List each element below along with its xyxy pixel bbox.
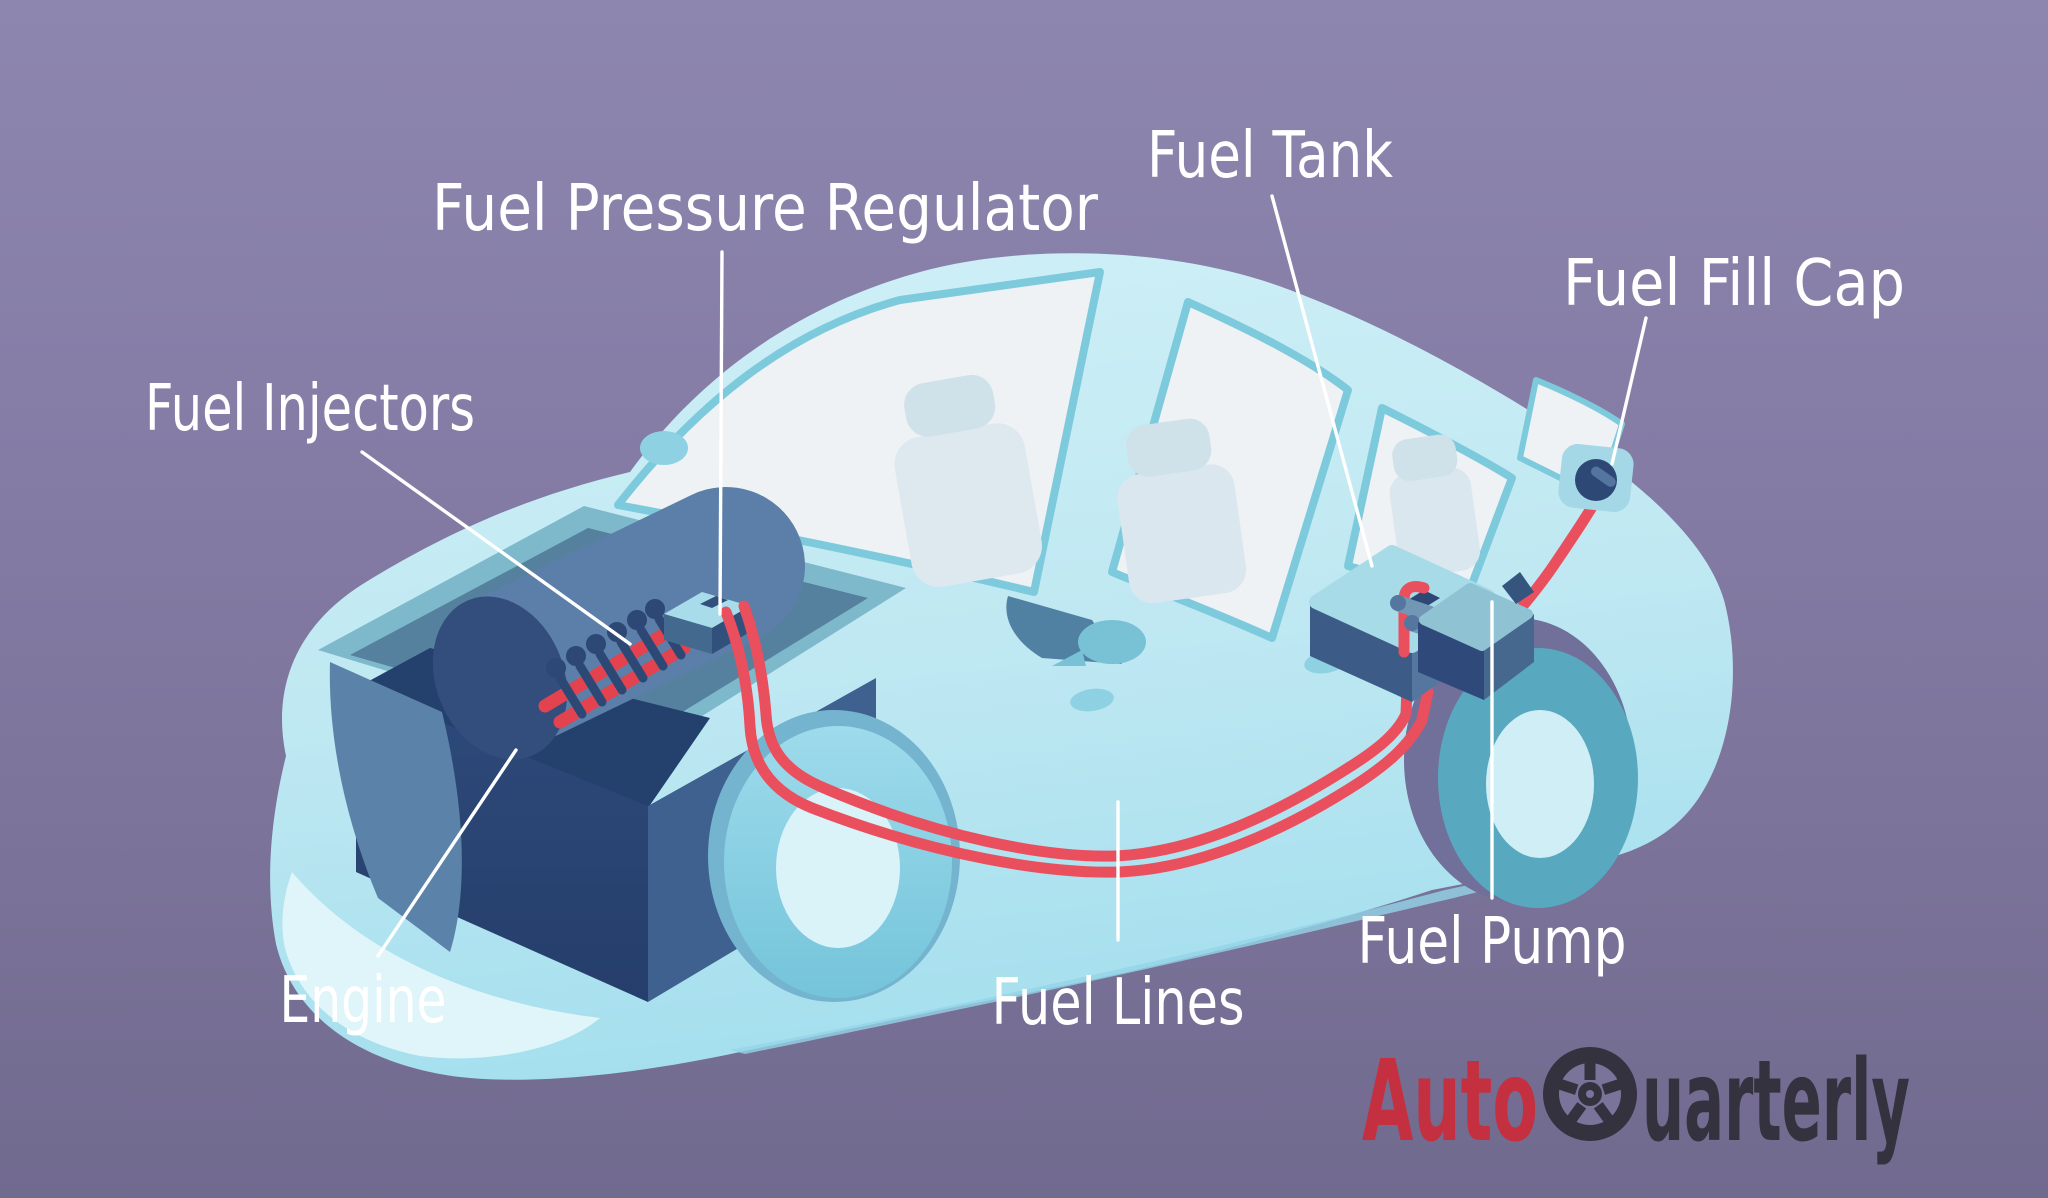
injector-tip [566, 646, 586, 666]
brand-logo: Auto uarterly [1362, 1037, 1910, 1167]
injector-pins [546, 599, 686, 719]
label-fuel-pressure-regulator: Fuel Pressure Regulator [432, 172, 1099, 246]
seat-headrest [1126, 418, 1212, 477]
leader-lines [360, 194, 1648, 958]
fuel-pump-box [1390, 494, 1602, 700]
fill-cap [1575, 459, 1617, 501]
wheel-spokes [1556, 1061, 1624, 1124]
injector-tip [586, 634, 606, 654]
regulator-top [664, 592, 750, 628]
label-fuel-lines: Fuel Lines [992, 966, 1245, 1040]
fuel-line-return [720, 606, 1434, 878]
rear-window-seat [1389, 434, 1481, 577]
fuel-injectors-group [538, 599, 691, 729]
injector-pin [616, 637, 648, 683]
leader-fuel-injectors [360, 450, 632, 646]
fuel-fill-cap-group [1558, 443, 1634, 513]
label-fuel-fill-cap: Fuel Fill Cap [1563, 247, 1905, 321]
front-bumper-highlight [282, 872, 600, 1059]
leader-fuel-fill-cap [1610, 316, 1648, 466]
rear-rim [1486, 710, 1594, 858]
seat-back [894, 423, 1042, 587]
pump-fin [1502, 572, 1534, 604]
label-fuel-pump: Fuel Pump [1358, 905, 1627, 979]
pump-pipe-tip [1404, 615, 1420, 631]
pump-pipe-tip [1390, 595, 1406, 611]
injector-pin [636, 625, 668, 671]
tire-wheel-icon [1543, 1047, 1637, 1141]
regulator-front [664, 614, 712, 654]
engine-cylinder-face [432, 596, 568, 760]
injector-tip [645, 599, 665, 619]
far-mirror-icon [640, 431, 688, 465]
door-window-seat [1117, 418, 1247, 604]
leader-fuel-tank [1270, 194, 1374, 568]
injector-tip [627, 610, 647, 630]
injector-tip [546, 658, 566, 678]
injector-pin [555, 673, 587, 719]
leader-engine [376, 748, 518, 958]
front-seats [894, 374, 1042, 587]
label-fuel-injectors: Fuel Injectors [145, 372, 475, 446]
fuel-line-supply [738, 600, 1414, 862]
fill-cap-stripe [1590, 466, 1616, 487]
pump-side [1484, 614, 1534, 700]
door-handle-front [1070, 688, 1114, 712]
label-fuel-tank: Fuel Tank [1147, 119, 1393, 193]
logo-text-auto: Auto [1362, 1037, 1538, 1167]
tank-front [1310, 604, 1412, 702]
side-mirror-stalk [1052, 650, 1086, 666]
logo-text-quarterly: uarterly [1642, 1037, 1910, 1167]
pump-front [1418, 622, 1484, 700]
injector-pin [575, 661, 607, 707]
leader-fuel-pressure-regulator [718, 250, 724, 616]
fuel-lines-group [720, 600, 1434, 878]
wheel-hub-dot [1586, 1090, 1594, 1098]
pump-top [1419, 583, 1533, 651]
front-wheel [708, 710, 960, 1002]
label-engine: Engine [280, 964, 447, 1038]
seat-headrest [1392, 434, 1458, 482]
seat-headrest [904, 374, 996, 437]
part-labels: Fuel Pressure Regulator Fuel Tank Fuel F… [145, 119, 1905, 1040]
side-mirror [1078, 620, 1146, 664]
seat-back [1389, 467, 1481, 577]
seat-back [1117, 464, 1247, 604]
injector-pin [595, 649, 627, 695]
